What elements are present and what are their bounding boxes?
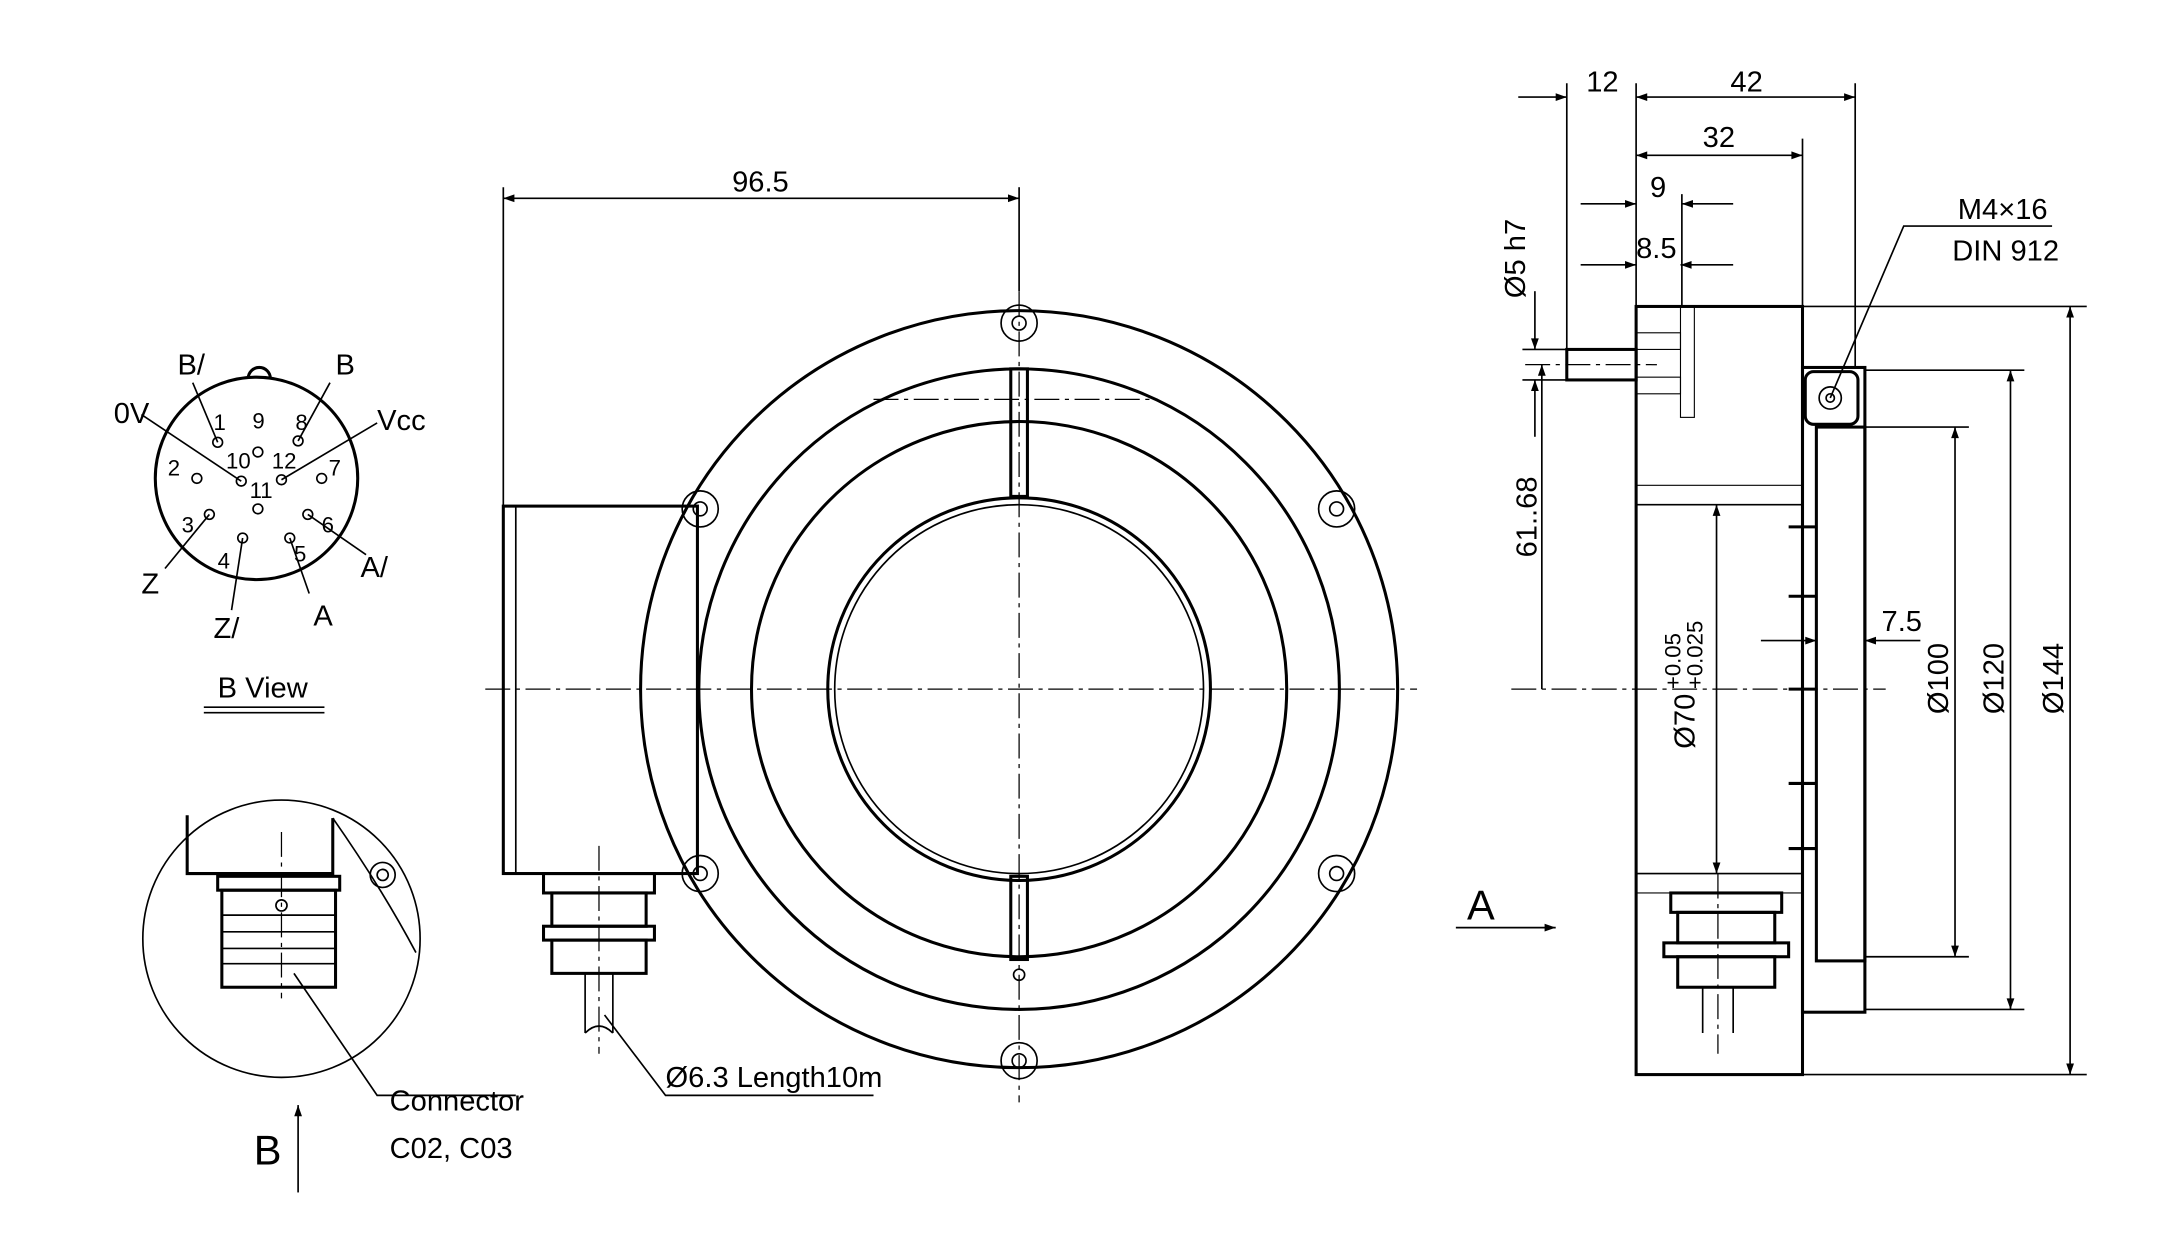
dim-32: 32: [1703, 122, 1735, 154]
signal-a-not: A/: [361, 552, 389, 584]
pin-label: 5: [294, 542, 306, 567]
connector-label: Connector: [390, 1086, 525, 1118]
dim-7-5: 7.5: [1882, 606, 1922, 638]
signal-0v: 0V: [114, 398, 150, 430]
dim-8-5: 8.5: [1636, 233, 1676, 265]
dim-9: 9: [1650, 172, 1666, 204]
bore-tol-lower: +0.025: [1683, 621, 1708, 689]
pin-label: 6: [322, 512, 334, 537]
signal-z: Z: [141, 568, 159, 600]
pin-label: 8: [295, 410, 307, 435]
pin-label: 9: [252, 408, 264, 433]
screw-spec: M4×16: [1958, 194, 2048, 226]
connector-detail: Connector C02, C03 B: [141, 799, 525, 1193]
screw-standard: DIN 912: [1952, 236, 2059, 268]
pin-label: 10: [226, 449, 251, 474]
dim-96-5: 96.5: [732, 166, 789, 198]
signal-vcc: Vcc: [377, 405, 426, 437]
pin-label: 2: [168, 456, 180, 481]
connector-codes: C02, C03: [390, 1133, 513, 1165]
pin-label: 11: [250, 478, 273, 503]
view-arrow-a: A: [1467, 881, 1495, 928]
cable-note: Ø6.3 Length10m: [666, 1062, 883, 1094]
dim-61-68: 61..68: [1511, 476, 1543, 557]
bore-tol-upper: +0.05: [1660, 633, 1685, 689]
front-view: 96.5 Ø6.3 Length10m: [485, 166, 1418, 1103]
dim-100: Ø100: [1923, 643, 1955, 714]
connector-b-view: 1 2 3 4 5 6 7 8 9 10 11 12 B/ B 0V Vcc Z…: [114, 349, 426, 714]
dim-bore: Ø70: [1669, 694, 1701, 749]
signal-b-not: B/: [177, 349, 205, 381]
dim-120: Ø120: [1979, 643, 2011, 714]
signal-b: B: [336, 349, 355, 381]
dim-42: 42: [1730, 67, 1762, 99]
b-view-title: B View: [218, 672, 309, 704]
dim-144: Ø144: [2038, 643, 2070, 714]
view-arrow-b: B: [254, 1127, 282, 1174]
dim-shaft-diameter: Ø5 h7: [1500, 219, 1532, 298]
pin-label: 4: [218, 549, 230, 574]
pin-label: 3: [182, 512, 194, 537]
pin-label: 7: [329, 456, 341, 481]
side-view: 12 42 32 9 8.5 Ø5 h7 61..68 Ø70 7.5 Ø100…: [1455, 67, 2087, 1077]
pin-label: 12: [272, 449, 297, 474]
signal-z-not: Z/: [214, 613, 241, 645]
dim-12: 12: [1586, 67, 1618, 99]
pin-label: 1: [214, 410, 226, 435]
signal-a: A: [313, 600, 333, 632]
